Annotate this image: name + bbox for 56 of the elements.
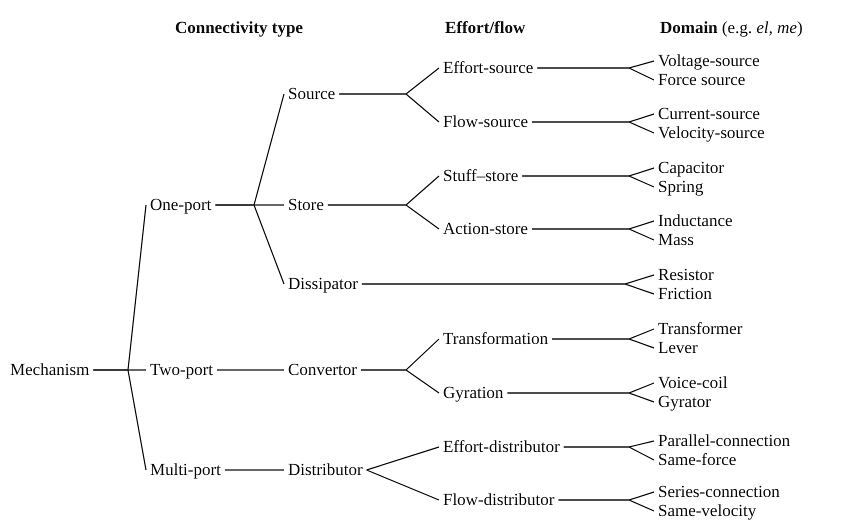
connector-line (552, 338, 654, 349)
connector-line (522, 175, 654, 188)
term-label: Flow-source (439, 112, 532, 132)
connector-line (224, 469, 284, 471)
term-label: Same-velocity (654, 501, 760, 521)
column-heading: Effort/flow (445, 18, 526, 38)
term-label: Effort-source (439, 58, 538, 78)
term-label: Dissipator (284, 274, 362, 294)
term-label: Same-force (654, 450, 740, 470)
connector-line (328, 204, 440, 230)
term-label: Spring (654, 177, 708, 197)
term-label: Mechanism (6, 360, 94, 380)
term-label: Transformer (654, 319, 746, 339)
column-heading: Domain (e.g. el, me) (660, 18, 803, 38)
term-label: Effort-distributor (439, 437, 564, 457)
connector-line (532, 121, 654, 134)
term-label: One-port (146, 195, 216, 215)
connector-line (215, 204, 285, 284)
term-label: Resistor (654, 265, 718, 285)
term-label: Velocity-source (654, 123, 769, 143)
connector-line (366, 469, 440, 501)
term-label: Inductance (654, 211, 737, 231)
term-label: Friction (654, 284, 716, 304)
term-label: Two-port (146, 360, 218, 380)
term-label: Multi-port (146, 460, 225, 480)
term-label: Series-connection (654, 482, 784, 502)
connector-line (507, 392, 654, 403)
term-label: Parallel-connection (654, 431, 794, 451)
connector-line (362, 283, 654, 295)
term-label: Store (284, 195, 328, 215)
term-label: Gyration (439, 383, 508, 403)
term-label: Action-store (439, 219, 532, 239)
connector-line (532, 228, 654, 241)
column-heading: Connectivity type (175, 18, 303, 38)
term-label: Transformation (439, 329, 552, 349)
term-label: Flow-distributor (439, 490, 558, 510)
connector-line (537, 67, 654, 81)
term-label: Capacitor (654, 158, 728, 178)
term-label: Lever (654, 338, 702, 358)
connector-line (366, 446, 440, 471)
term-label: Distributor (284, 460, 367, 480)
term-label: Voice-coil (654, 373, 732, 393)
connector-line (339, 93, 440, 122)
connector-line (93, 369, 147, 470)
term-label: Mass (654, 230, 698, 250)
term-label: Gyrator (654, 392, 715, 412)
term-label: Stuff–store (439, 166, 522, 186)
term-label: Convertor (284, 360, 361, 380)
connector-line (360, 369, 440, 394)
connector-line (564, 446, 654, 461)
connector-line (558, 499, 654, 512)
term-label: Force source (654, 70, 750, 90)
term-label: Voltage-source (654, 51, 764, 71)
term-label: Source (284, 84, 340, 104)
connector-line (217, 369, 284, 371)
term-label: Current-source (654, 104, 764, 124)
